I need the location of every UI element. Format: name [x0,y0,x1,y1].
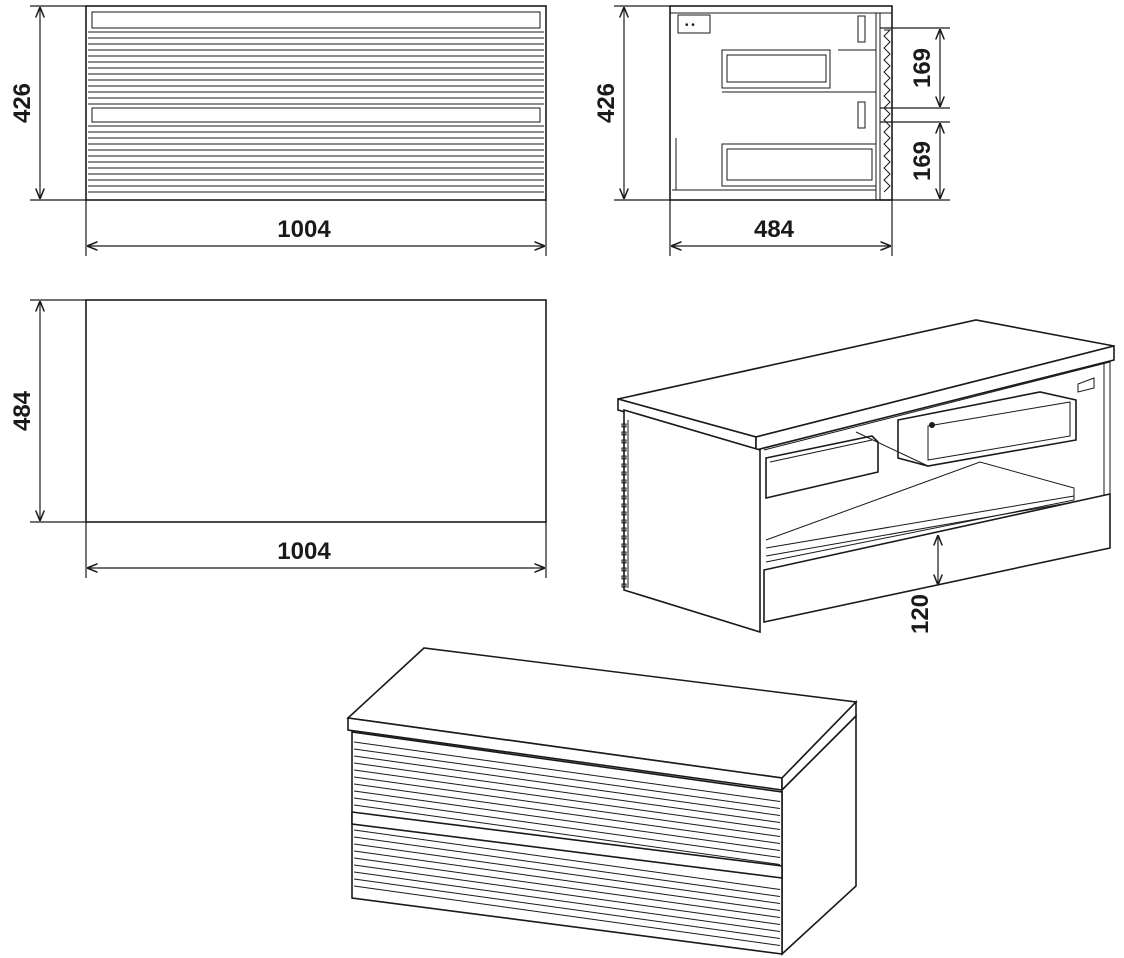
iso-stripe [353,748,781,809]
mounting-hole [621,511,627,516]
side-edge-profile [883,29,892,193]
isometric-closed-view [346,647,858,956]
iso-stripe [353,741,781,802]
mounting-hole [621,519,627,524]
outlet-icon: • • [685,20,695,31]
mounting-hole [621,503,627,508]
side-depth-label: 484 [754,216,795,243]
mounting-hole [621,487,627,492]
mounting-hole [621,567,627,572]
mounting-hole [621,423,627,428]
drawer-offset-label: 120 [907,594,934,634]
mounting-hole [621,447,627,452]
iso-stripe [353,762,781,823]
mounting-hole [621,543,627,548]
top-width-label: 1004 [277,538,331,565]
iso-stripe [353,836,781,897]
iso-stripe [353,878,781,939]
iso-stripe [353,776,781,837]
side-height-label: 426 [593,83,620,123]
side-panel-holes [621,423,627,588]
mounting-hole [621,479,627,484]
front-width-label: 1004 [277,216,331,243]
iso-stripe [353,797,781,858]
iso-drawer-bottom-stripes [353,829,781,946]
iso-stripe [353,755,781,816]
mounting-hole [621,439,627,444]
iso-stripe [353,871,781,932]
drawer2-height-label: 169 [909,141,936,181]
iso-stripe [353,790,781,851]
front-view: 426 1004 [9,5,547,256]
mounting-hole [621,559,627,564]
iso-stripe [353,864,781,925]
iso-stripe [353,850,781,911]
mounting-hole [621,431,627,436]
mounting-hole [621,455,627,460]
iso-drawer-top-stripes [353,741,781,865]
mounting-hole [621,535,627,540]
front-height-label: 426 [9,83,36,123]
mounting-hole [621,471,627,476]
mounting-hole [621,527,627,532]
mounting-hole [621,583,627,588]
drawer-knob-icon [929,422,935,428]
top-view: 484 1004 [9,299,547,578]
iso-stripe [353,843,781,904]
mounting-hole [621,463,627,468]
iso-stripe [353,857,781,918]
iso-stripe [353,885,781,946]
iso-stripe [353,804,781,865]
mounting-hole [621,575,627,580]
top-depth-label: 484 [9,390,36,431]
iso-stripe [353,769,781,830]
mounting-hole [621,551,627,556]
side-view: • • 426 484 169 169 [593,5,950,256]
mounting-hole [621,495,627,500]
drawer1-height-label: 169 [909,48,936,88]
isometric-open-view: 120 [617,319,1115,634]
iso-stripe [353,783,781,844]
front-drawer-top-stripes [88,31,544,105]
iso-stripe [353,829,781,890]
front-drawer-bottom-stripes [88,125,544,193]
